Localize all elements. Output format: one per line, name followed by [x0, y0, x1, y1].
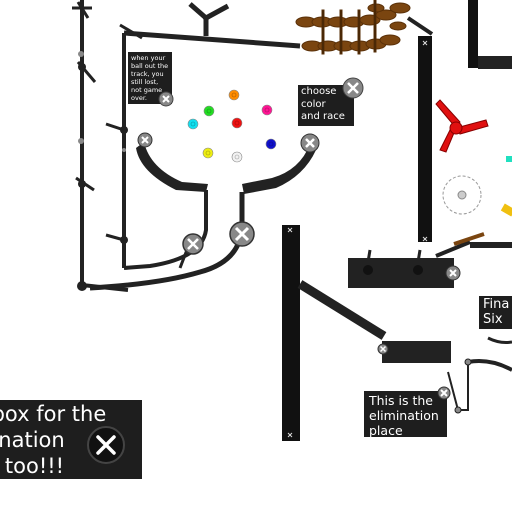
start-platform [348, 232, 485, 288]
teal-block [506, 156, 512, 162]
box-note-close-icon[interactable] [86, 425, 126, 465]
left-outer-wall [72, 0, 129, 292]
elimination-block [382, 341, 451, 363]
elimination-note-close-icon[interactable] [437, 386, 451, 400]
funnel-right-close-icon[interactable] [300, 133, 320, 153]
funnel-close-icon[interactable] [229, 221, 255, 247]
platform-close-icon[interactable] [445, 265, 461, 281]
color-note-text: choose color and race [301, 86, 345, 122]
track-note: when your ball out the track, you still … [128, 52, 172, 104]
ramp-close-icon[interactable] [377, 343, 389, 355]
box-note-text: e box for the mination ne too!!! [0, 402, 107, 478]
lower-right-rails [447, 336, 512, 414]
yellow-block [500, 203, 512, 217]
elimination-note: This is the elimination place [364, 391, 447, 438]
central-tower [282, 225, 387, 441]
gear-obstacle [442, 175, 482, 215]
top-track [105, 23, 301, 268]
spout-close-icon[interactable] [182, 233, 204, 255]
elimination-note-text: This is the elimination place [369, 393, 439, 438]
top-fan [188, 2, 230, 36]
red-spinner [435, 99, 489, 153]
anchor-markers [287, 40, 428, 438]
final-note: Fina Six [479, 296, 512, 329]
color-note-close-icon[interactable] [342, 77, 364, 99]
final-note-text: Fina Six [483, 297, 510, 327]
track-note-text: when your ball out the track, you still … [131, 54, 169, 102]
track-note-close-icon[interactable] [158, 91, 174, 107]
funnel-spout [89, 190, 245, 291]
color-funnel [136, 142, 316, 194]
brown-bridge [295, 0, 411, 55]
funnel-left-close-icon[interactable] [137, 132, 153, 148]
right-walls [406, 0, 512, 248]
